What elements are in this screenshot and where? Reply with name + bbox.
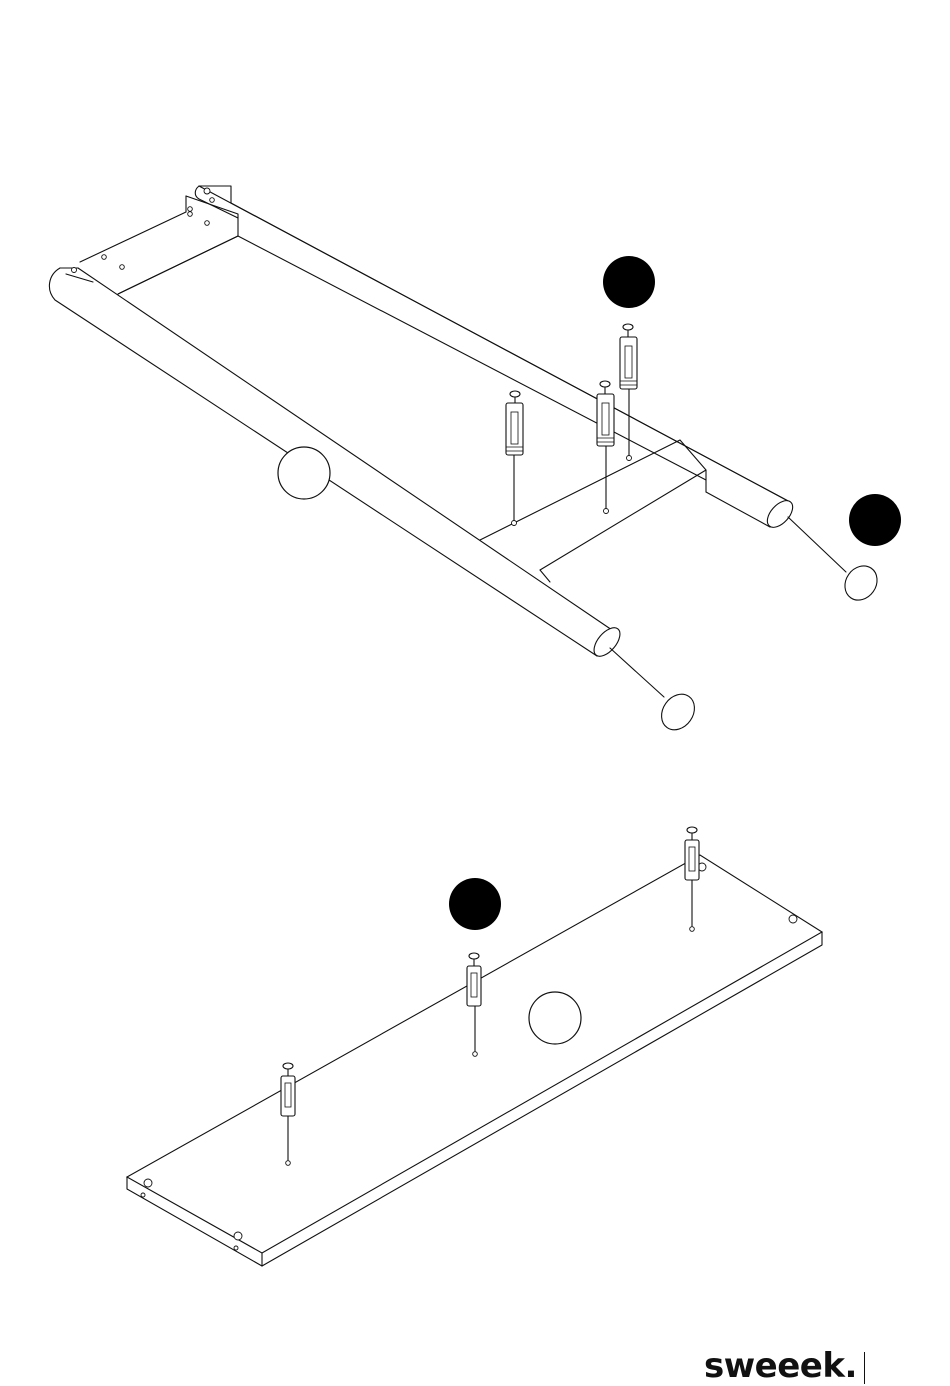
cam-bolt-c [620,324,637,461]
front-rail [49,255,624,661]
step-marker-panel [449,878,501,930]
brand-logo: sweeek. [704,1346,857,1386]
cam-bolt-b [597,381,614,514]
step-marker-right [849,494,901,546]
step-marker-top [603,256,655,308]
frame-assembly [49,186,883,736]
part-marker-panel [529,992,581,1044]
brand-divider [864,1352,865,1384]
part-marker-rail [278,447,330,499]
cam-bolt-a [506,391,523,526]
end-cap-left [610,648,701,736]
